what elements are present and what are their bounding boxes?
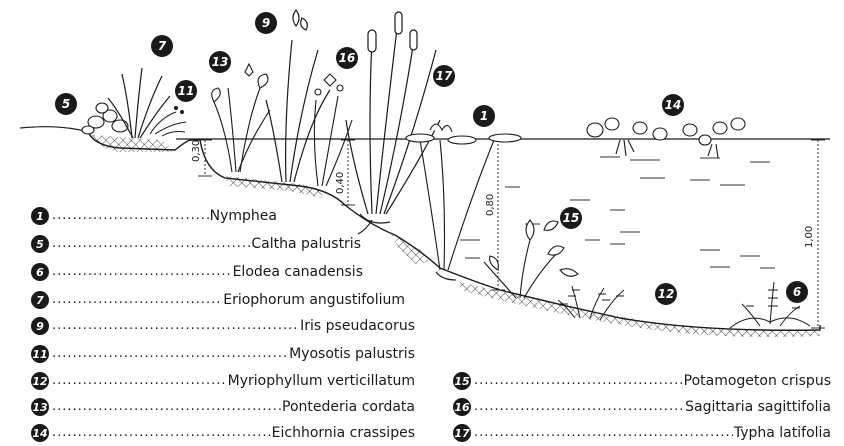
legend-plant-name: Elodea canadensis: [233, 264, 363, 280]
legend-item-16: 16 Sagittaria sagittifolia: [453, 397, 831, 417]
svg-text:16: 16: [339, 51, 356, 65]
legend-item-13: 13 Pontederia cordata: [31, 397, 415, 417]
svg-text:15: 15: [563, 211, 580, 225]
plant-myosotis: [150, 107, 186, 137]
legend-plant-name: Pontederia cordata: [282, 399, 415, 415]
legend-number-badge: 15: [453, 372, 471, 390]
plant-marker-7: 7: [151, 35, 173, 57]
legend-number-badge: 16: [453, 398, 471, 416]
svg-text:5: 5: [62, 97, 70, 111]
leader-dots: [474, 374, 683, 388]
legend-number-badge: 5: [31, 235, 49, 253]
legend-plant-name: Iris pseudacorus: [300, 318, 415, 334]
svg-text:13: 13: [212, 55, 229, 69]
leader-dots: [52, 426, 271, 440]
leader-dots: [52, 209, 209, 223]
legend-plant-name: Typha latifolia: [734, 425, 831, 441]
leader-dots: [52, 347, 288, 361]
legend-number-badge: 9: [31, 317, 49, 335]
plant-marker-14: 14: [662, 94, 684, 116]
legend-item-1: 1 Nymphea: [31, 206, 277, 226]
plant-caltha: [82, 103, 128, 134]
legend-item-14: 14 Eichhornia crassipes: [31, 423, 415, 443]
legend-plant-name: Eriophorum angustifolium: [223, 292, 405, 308]
plant-marker-17: 17: [433, 65, 455, 87]
svg-text:9: 9: [262, 16, 270, 30]
legend-item-5: 5 Caltha palustris: [31, 234, 361, 254]
leader-dots: [52, 265, 232, 279]
plant-marker-9: 9: [255, 12, 277, 34]
legend-number-badge: 13: [31, 398, 49, 416]
depth-label-040: 0,40: [335, 172, 346, 194]
legend-number-badge: 1: [31, 207, 49, 225]
svg-text:14: 14: [665, 98, 682, 112]
plant-marker-6: 6: [786, 281, 808, 303]
leader-dots: [52, 400, 281, 414]
plant-marker-15: 15: [560, 207, 582, 229]
plant-sagittaria: [314, 74, 352, 186]
depth-label-080: 0,80: [485, 194, 496, 216]
legend-plant-name: Caltha palustris: [251, 236, 361, 252]
plant-marker-1: 1: [473, 105, 495, 127]
legend-plant-name: Eichhornia crassipes: [272, 425, 415, 441]
svg-text:1: 1: [480, 109, 488, 123]
legend-plant-name: Potamogeton crispus: [684, 373, 831, 389]
plant-iris: [266, 10, 330, 182]
depth-label-030: 0,30: [191, 140, 202, 162]
plant-marker-13: 13: [209, 51, 231, 73]
leader-dots: [52, 319, 299, 333]
legend-number-badge: 11: [31, 345, 49, 363]
legend-plant-name: Myriophyllum verticillatum: [228, 373, 415, 389]
plant-potamogeton: [484, 220, 578, 298]
svg-text:6: 6: [793, 285, 801, 299]
plant-typha: [346, 12, 440, 234]
svg-text:17: 17: [436, 69, 453, 83]
leader-dots: [52, 237, 250, 251]
legend-number-badge: 6: [31, 263, 49, 281]
legend-item-17: 17 Typha latifolia: [453, 423, 831, 443]
plant-marker-12: 12: [655, 283, 677, 305]
legend-item-15: 15 Potamogeton crispus: [453, 371, 831, 391]
plant-eichhornia: [587, 118, 745, 158]
legend-item-11: 11 Myosotis palustris: [31, 344, 415, 364]
water-ripples: [460, 157, 775, 268]
leader-dots: [52, 374, 227, 388]
legend-number-badge: 12: [31, 372, 49, 390]
legend-item-7: 7 Eriophorum angustifolium: [31, 290, 405, 310]
leader-dots: [474, 400, 684, 414]
legend-plant-name: Myosotis palustris: [289, 346, 415, 362]
leader-dots: [474, 426, 733, 440]
legend-plant-name: Sagittaria sagittifolia: [685, 399, 831, 415]
svg-text:11: 11: [178, 84, 195, 98]
plant-marker-16: 16: [336, 47, 358, 69]
plant-marker-5: 5: [55, 93, 77, 115]
depth-label-100: 1,00: [804, 226, 815, 248]
legend-number-badge: 17: [453, 424, 471, 442]
svg-text:12: 12: [658, 287, 675, 301]
legend-number-badge: 14: [31, 424, 49, 442]
legend-number-badge: 7: [31, 291, 49, 309]
leader-dots: [52, 293, 222, 307]
legend-item-12: 12 Myriophyllum verticillatum: [31, 371, 415, 391]
svg-text:7: 7: [158, 39, 167, 53]
legend-item-9: 9 Iris pseudacorus: [31, 316, 415, 336]
legend-item-6: 6 Elodea canadensis: [31, 262, 363, 282]
plant-marker-11: 11: [175, 80, 197, 102]
plant-pontederia: [212, 64, 270, 172]
legend-plant-name: Nymphea: [210, 208, 277, 224]
